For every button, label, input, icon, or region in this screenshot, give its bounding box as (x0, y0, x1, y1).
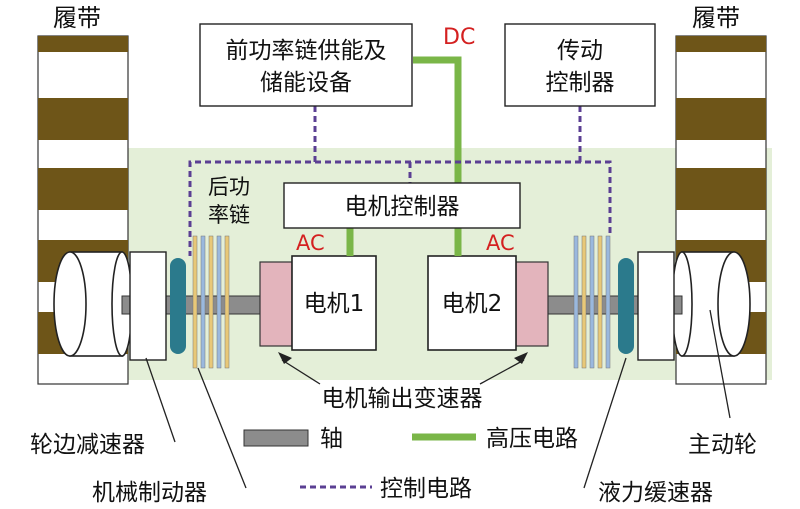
hydraulic-retarder-label: 液力缓速器 (598, 480, 713, 506)
hub-reducer-label: 轮边减速器 (30, 432, 145, 458)
ac-right-label: AC (486, 231, 515, 255)
motor-1-box (291, 255, 377, 351)
front-power-chain-label: 前功率链供能及 (226, 38, 387, 64)
drive-wheel-label: 主动轮 (688, 432, 757, 458)
drive-wheel (671, 251, 751, 357)
hub-reducer-right (637, 251, 675, 361)
dc-label: DC (443, 25, 475, 50)
retarder-left (170, 258, 186, 354)
motor-2-box (427, 255, 517, 351)
leader-lines (145, 309, 731, 489)
ac-left-label: AC (296, 231, 325, 255)
motor-controller-box (283, 182, 521, 229)
motor-output-gearbox-label: 电机输出变速器 (322, 386, 483, 412)
rear-power-chain-label-2: 率链 (208, 203, 250, 227)
motor-2-label: 电机2 (442, 291, 503, 317)
motor-gearbox-right (515, 261, 549, 347)
arrow-head-right (514, 352, 528, 364)
hub-reducer-left (129, 251, 167, 361)
arrow-head-left (278, 352, 292, 364)
retarder-right (618, 258, 634, 354)
front-power-chain-label-2: 储能设备 (260, 70, 352, 96)
track-right-label: 履带 (692, 4, 740, 32)
legend-high-voltage-label: 高压电路 (486, 426, 578, 452)
control-lines (188, 106, 612, 256)
legend-shaft-swatch (243, 429, 309, 447)
mechanical-brake-label: 机械制动器 (92, 480, 207, 506)
motor-gearbox-left (259, 261, 293, 347)
legend-shaft-label: 轴 (320, 426, 343, 452)
motor-controller-label: 电机控制器 (345, 194, 460, 220)
transmission-controller-label-2: 控制器 (546, 70, 615, 96)
left-wheel (53, 251, 133, 357)
track-left-label: 履带 (53, 4, 101, 32)
mechanical-brake-plates-right (573, 235, 611, 369)
transmission-controller-box (504, 23, 656, 107)
mechanical-brake-plates-left (192, 235, 230, 369)
high-voltage-lines (346, 56, 462, 256)
transmission-controller-label: 传动 (557, 38, 603, 64)
front-power-chain-box (199, 23, 413, 107)
rear-power-chain-label: 后功 (208, 175, 250, 199)
motor-1-label: 电机1 (304, 291, 365, 317)
legend-control-label: 控制电路 (380, 476, 472, 502)
